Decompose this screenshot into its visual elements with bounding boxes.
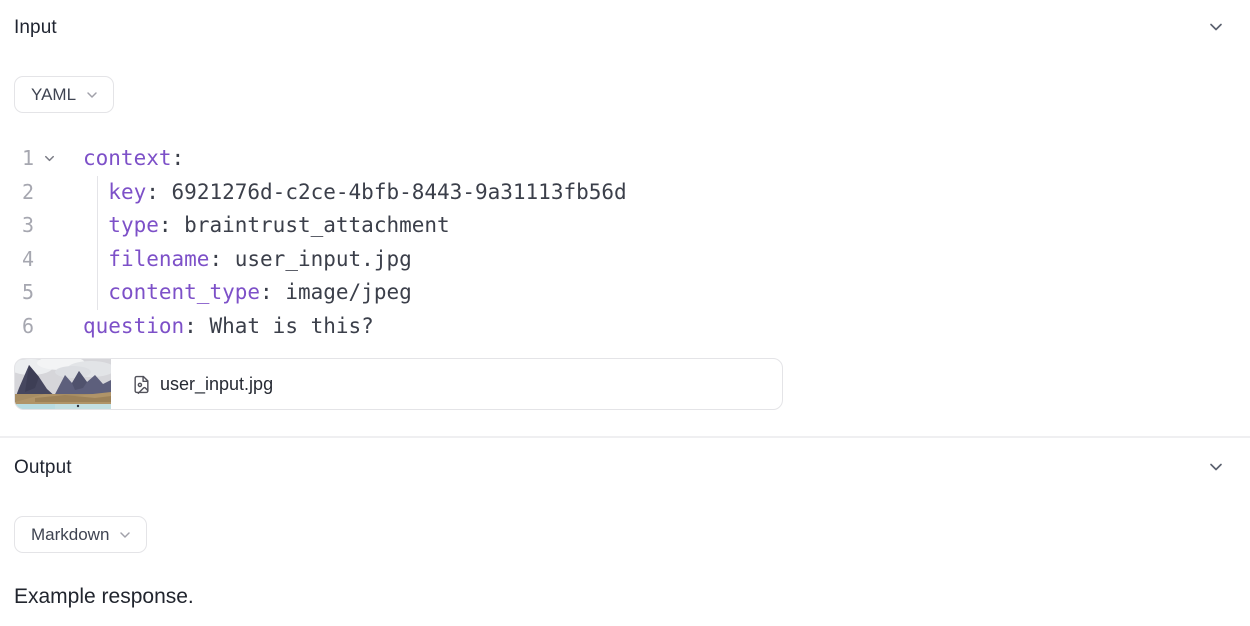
code-token-plain [83,213,108,237]
line-gutter: 5 [0,276,65,310]
line-number: 3 [21,213,34,237]
fold-chevron-down-icon[interactable] [34,151,65,166]
section-divider [0,436,1250,438]
attachment-row: user_input.jpg [14,358,1236,410]
file-image-icon [132,375,151,394]
line-number: 5 [21,280,34,304]
code-line[interactable]: 5 content_type: image/jpeg [0,276,1250,310]
code-line-content: filename: user_input.jpg [65,242,412,276]
output-response-text: Example response. [14,585,194,608]
attachment-card[interactable]: user_input.jpg [14,358,783,410]
line-number: 1 [21,146,34,170]
output-section-title: Output [14,457,72,478]
code-token-plain: user_input.jpg [222,246,412,271]
code-line-content: question: What is this? [65,310,374,344]
code-token-plain [83,280,108,304]
code-token-plain: What is this? [196,313,374,338]
line-gutter: 3 [0,209,65,243]
code-line-content: context: [65,142,184,176]
chevron-down-icon [84,87,100,103]
code-line[interactable]: 4 filename: user_input.jpg [0,242,1250,277]
input-section-header: Input [0,14,1250,42]
code-token-key: question [83,313,185,338]
indent-guide [97,276,98,310]
code-line-content: content_type: image/jpeg [65,276,412,310]
output-format-select[interactable]: Markdown [14,516,148,553]
line-gutter: 2 [0,176,65,210]
code-token-punct: : [209,246,223,271]
code-token-punct: : [260,280,273,304]
code-token-key: type [108,213,159,237]
output-section-header: Output [0,454,1250,482]
chevron-down-icon [1206,457,1226,480]
output-section: Output Markdown Example response. [0,454,1250,609]
code-token-punct: : [184,313,197,338]
code-line[interactable]: 3 type: braintrust_attachment [0,209,1250,243]
chevron-down-icon [117,527,133,543]
indent-guide [97,209,98,243]
code-line-content: type: braintrust_attachment [65,209,450,243]
indent-guide [97,175,98,209]
input-format-value: YAML [31,84,77,104]
code-token-key: context [83,146,172,170]
line-number: 6 [21,313,34,338]
code-token-plain: braintrust_attachment [171,213,450,237]
input-collapse-button[interactable] [1204,16,1228,40]
attachment-file-meta: user_input.jpg [111,374,273,395]
output-format-value: Markdown [31,524,110,544]
code-token-punct: : [146,179,159,204]
attachment-thumbnail[interactable] [15,359,111,409]
line-number: 2 [21,179,34,204]
code-line[interactable]: 1 context: [0,142,1250,176]
line-gutter: 4 [0,243,65,277]
output-collapse-button[interactable] [1204,456,1228,480]
input-format-select[interactable]: YAML [14,76,115,113]
code-token-punct: : [171,146,185,170]
code-token-punct: : [158,213,172,237]
code-line-content: key: 6921276d-c2ce-4bfb-8443-9a31113fb56… [65,175,627,209]
attachment-filename: user_input.jpg [160,373,274,394]
code-token-key: key [108,179,147,204]
line-gutter: 6 [0,310,65,344]
code-token-key: content_type [108,280,261,304]
code-token-key: filename [108,246,210,271]
line-gutter: 1 [0,142,65,176]
chevron-down-icon [1206,17,1226,40]
code-token-plain [83,180,108,204]
line-number: 4 [21,246,34,271]
input-section-title: Input [14,17,57,38]
code-line[interactable]: 2 key: 6921276d-c2ce-4bfb-8443-9a31113fb… [0,175,1250,210]
code-line[interactable]: 6 question: What is this? [0,310,1250,344]
code-token-plain [83,247,108,271]
code-token-plain: 6921276d-c2ce-4bfb-8443-9a31113fb56d [158,179,627,204]
code-token-plain: image/jpeg [272,280,412,304]
indent-guide [97,242,98,276]
